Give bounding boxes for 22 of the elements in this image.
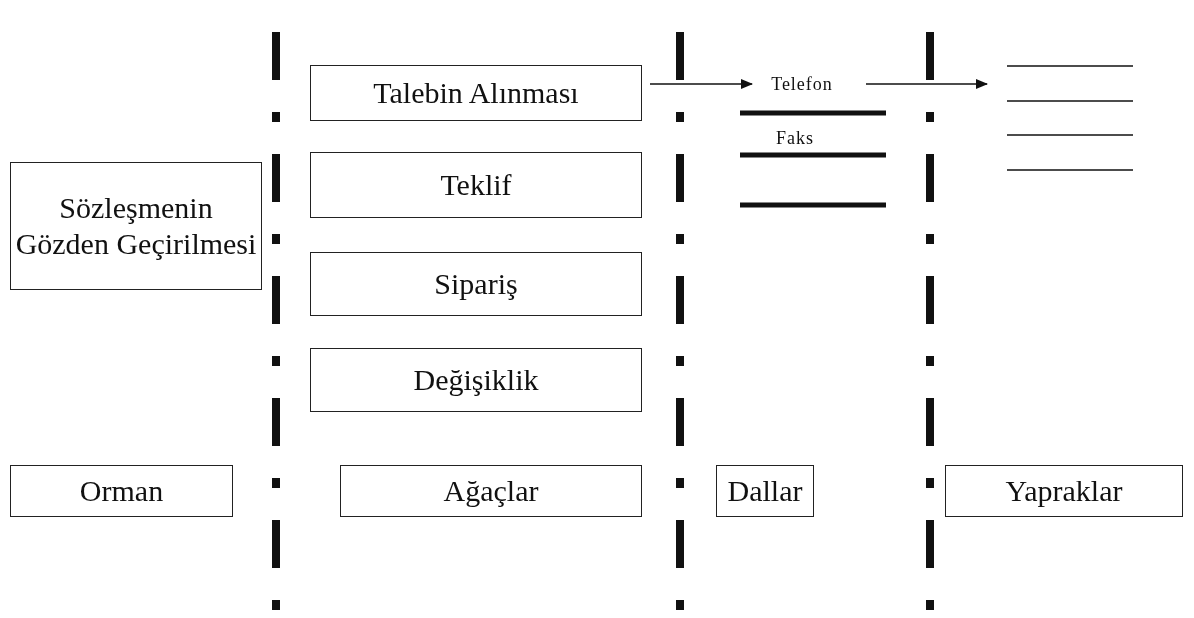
label-box (340, 465, 642, 517)
box-label: Talebin Alınması (373, 75, 579, 111)
box-label: Teklif (440, 167, 512, 203)
box-label: Yapraklar (1005, 473, 1123, 509)
label-box (310, 152, 642, 218)
box-label: Sözleşmenin Gözden Geçirilmesi (14, 190, 258, 262)
label-box (945, 465, 1183, 517)
label-box (310, 65, 642, 121)
label-box (10, 465, 233, 517)
label-box (716, 465, 814, 517)
box-label: Dallar (727, 473, 803, 509)
box-label: Sipariş (434, 266, 518, 302)
channel-label: Telefon (752, 70, 852, 98)
label-box (310, 348, 642, 412)
channel-label: Faks (765, 124, 825, 152)
label-box (10, 162, 262, 290)
arrow (865, 79, 988, 89)
box-label: Değişiklik (413, 362, 539, 398)
arrow (649, 79, 753, 89)
box-label: Orman (79, 473, 164, 509)
box-label: Ağaçlar (443, 473, 539, 509)
label-box (310, 252, 642, 316)
